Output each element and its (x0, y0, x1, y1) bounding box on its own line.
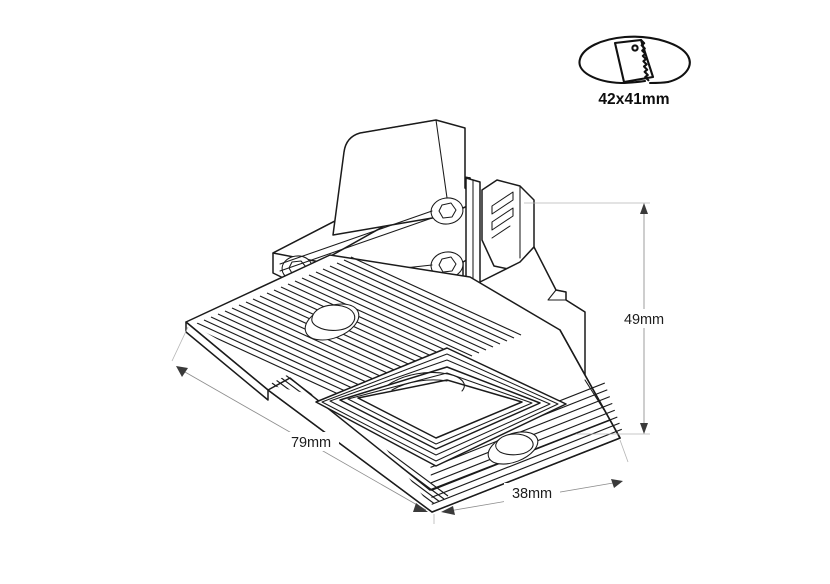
dim-38-label: 38mm (512, 486, 552, 502)
spring-clip-rear-leaf-2 (491, 207, 514, 231)
dim-79-arrow-end (413, 503, 428, 512)
dimension-length-79mm: 79mm (171, 326, 435, 524)
driver-housing-rib-upper-2 (279, 217, 433, 272)
aperture-frame-step-2 (339, 366, 541, 450)
heatsink-fins-top (193, 256, 522, 405)
dim-49-label: 49mm (624, 312, 664, 328)
dim-79-arrow-start (176, 366, 188, 377)
cutout-ellipse-gap-arc (648, 80, 670, 85)
dim-49-text-backing (616, 309, 672, 328)
reflector-cone (387, 371, 465, 392)
spring-clip-rear-leaf-1 (491, 191, 514, 215)
body-right-wall-shelf (533, 246, 586, 313)
spring-clip-rear-leaf-3 (491, 225, 511, 239)
spring-clip-front-fold (435, 119, 450, 213)
reflector-cone-inner (391, 379, 448, 391)
dim-49-arrow-top (640, 203, 648, 214)
saw-blade-teeth (639, 38, 650, 82)
heatsink-right-step (559, 329, 621, 439)
dim-79-ext-start (171, 326, 189, 362)
clip-boss-lower (487, 431, 539, 465)
cutout-ellipse-lower-arc (578, 35, 647, 85)
dim-79-text-backing (283, 432, 339, 451)
square-aperture-trim (315, 347, 567, 467)
screw-boss-a-hex (438, 202, 457, 219)
hole-saw-cutout-icon (578, 35, 691, 85)
clip-boss-upper (304, 303, 360, 341)
dim-38-arrow-start (441, 506, 455, 515)
heatsink-left-edge (185, 321, 269, 401)
aperture-frame-outer-inner (321, 353, 559, 462)
dim-79-label: 79mm (291, 435, 331, 451)
aperture-frame-step-1 (329, 359, 551, 456)
dimension-height-49mm: 49mm (524, 202, 672, 435)
product-drawing (185, 119, 625, 513)
cutout-badge: 42x41mm (578, 35, 691, 108)
dimension-width-38mm: 38mm (441, 439, 629, 515)
aperture-opening (357, 379, 523, 439)
dim-38-ext-end (619, 439, 629, 463)
spring-clip-front-top-arc (343, 119, 437, 153)
driver-housing (272, 119, 481, 291)
dim-38-text-backing (504, 483, 560, 502)
heatsink-right-crease (584, 379, 605, 411)
cutout-size-label: 42x41mm (598, 91, 669, 108)
clip-boss-lower-inner (495, 433, 534, 456)
saw-blade-hole (631, 44, 639, 52)
driver-housing-rib-upper (279, 210, 433, 265)
body-right-wall-notch (547, 289, 567, 301)
screw-boss-b-hex (438, 256, 457, 273)
cutout-ellipse-upper-arc (623, 35, 691, 84)
clip-boss-upper-inner (311, 304, 356, 331)
mounting-screw-boss-a (430, 197, 464, 225)
dim-38-arrow-end (611, 479, 623, 488)
screw-boss-a-outer (430, 197, 464, 225)
dim-49-arrow-bottom (640, 423, 648, 434)
